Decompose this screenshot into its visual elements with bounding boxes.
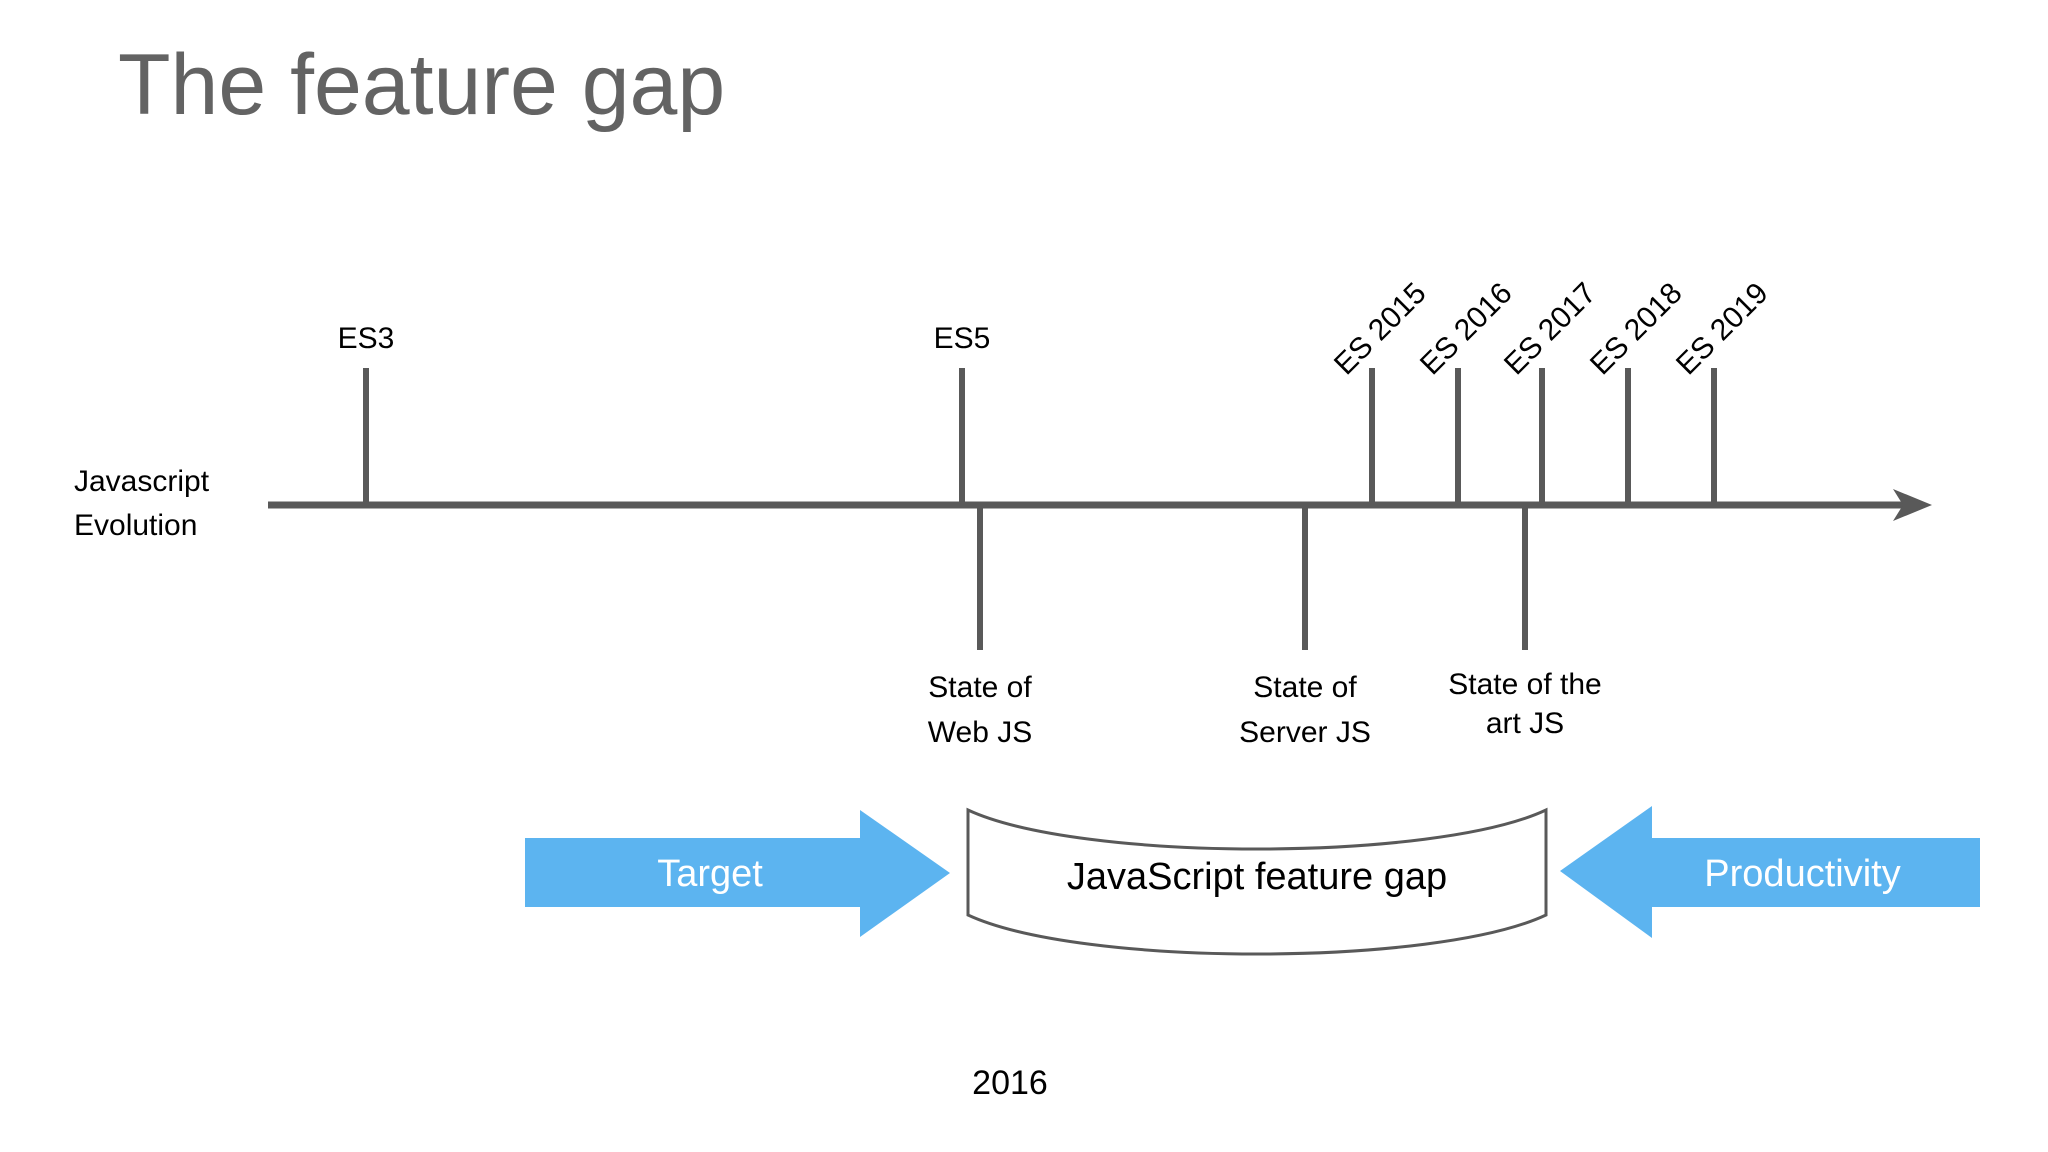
below-label-web-js: State of Web JS bbox=[860, 665, 1100, 755]
page-title: The feature gap bbox=[118, 37, 726, 133]
productivity-arrow-shape bbox=[1560, 806, 1980, 938]
below-label-server-js-line2: Server JS bbox=[1239, 716, 1371, 749]
below-label-state-of-the-art-js: State of the art JS bbox=[1405, 665, 1645, 743]
axis-caption-line2: Evolution bbox=[74, 509, 198, 543]
productivity-arrow-label: Productivity bbox=[1704, 853, 1901, 895]
axis-caption-line1: Javascript bbox=[74, 465, 210, 498]
below-label-server-js: State of Server JS bbox=[1185, 665, 1425, 755]
below-label-state-of-the-art-js-line1: State of the bbox=[1448, 668, 1602, 701]
timeline-axis bbox=[268, 489, 1932, 521]
axis-caption: Javascript Evolution bbox=[74, 460, 209, 549]
tick-label-es3: ES3 bbox=[337, 322, 395, 355]
below-label-state-of-the-art-js-line2: art JS bbox=[1485, 707, 1565, 740]
below-label-web-js-line1: State of bbox=[928, 671, 1032, 704]
timeline-ticks-above bbox=[363, 368, 1717, 505]
tick-label-es5: ES5 bbox=[933, 322, 991, 355]
target-arrow-label: Target bbox=[657, 853, 763, 895]
feature-gap-box-shape bbox=[966, 807, 1548, 956]
below-label-web-js-line2: Web JS bbox=[927, 716, 1033, 749]
timeline-ticks-below bbox=[977, 505, 1528, 650]
below-label-server-js-line1: State of bbox=[1253, 671, 1357, 704]
feature-gap-box-label: JavaScript feature gap bbox=[1066, 856, 1448, 898]
target-arrow-shape bbox=[525, 810, 950, 937]
year-label: 2016 bbox=[972, 1064, 1048, 1102]
